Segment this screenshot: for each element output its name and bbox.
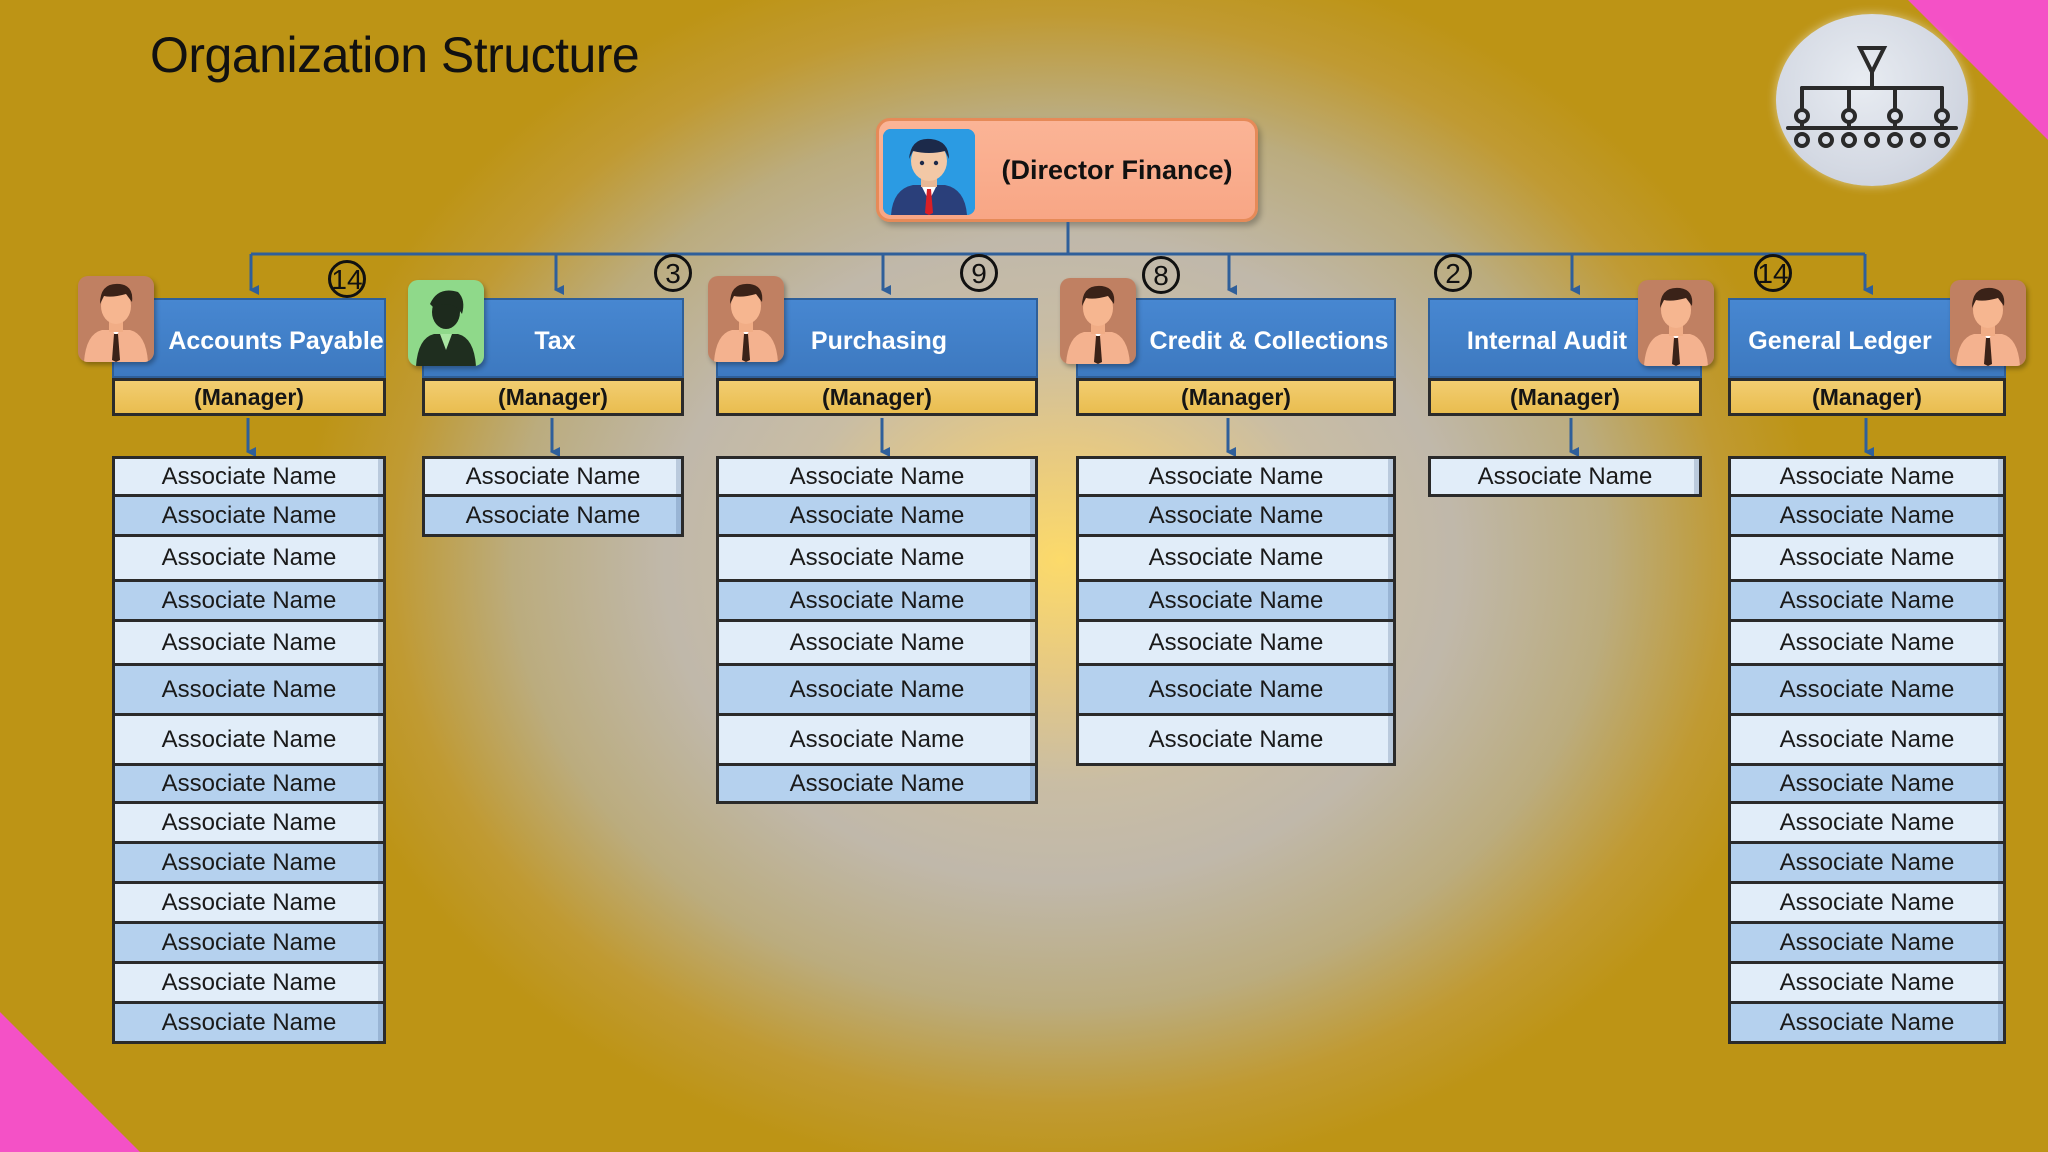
headcount-badge: 14 (328, 260, 366, 298)
male-person-icon (1638, 280, 1714, 366)
associate-name-row: Associate Name (1731, 801, 2003, 841)
associate-name-row: Associate Name (115, 961, 383, 1001)
associate-name-row: Associate Name (115, 763, 383, 801)
associate-name-row: Associate Name (719, 713, 1035, 763)
associate-name-row: Associate Name (115, 1001, 383, 1041)
associate-name-row: Associate Name (1431, 456, 1699, 494)
associate-name-row: Associate Name (719, 763, 1035, 801)
headcount-badge: 2 (1434, 254, 1472, 292)
page-title: Organization Structure (150, 27, 640, 83)
associate-name-row: Associate Name (115, 494, 383, 534)
associate-name-row: Associate Name (1079, 619, 1393, 663)
associate-name-row: Associate Name (719, 456, 1035, 494)
associate-name-row: Associate Name (1731, 881, 2003, 921)
department-name: Tax (534, 327, 576, 355)
businessman-avatar-icon (883, 129, 975, 215)
department-name: Purchasing (810, 327, 948, 355)
associate-name-row: Associate Name (719, 619, 1035, 663)
department-name: Accounts Payable (168, 327, 384, 355)
associate-list: Associate Name (1428, 456, 1702, 497)
associate-name-row: Associate Name (1731, 663, 2003, 713)
associate-name-row: Associate Name (1731, 961, 2003, 1001)
department-name: Internal Audit (1466, 327, 1628, 355)
associate-name-row: Associate Name (1079, 494, 1393, 534)
director-label: (Director Finance) (1001, 155, 1233, 185)
associate-name-row: Associate Name (1731, 456, 2003, 494)
associate-name-row: Associate Name (1079, 456, 1393, 494)
associate-name-row: Associate Name (115, 881, 383, 921)
associate-name-row: Associate Name (115, 841, 383, 881)
associate-name-row: Associate Name (115, 801, 383, 841)
associate-name-row: Associate Name (1731, 534, 2003, 579)
manager-box: (Manager) (112, 378, 386, 416)
associate-name-row: Associate Name (1079, 534, 1393, 579)
associate-name-row: Associate Name (1731, 921, 2003, 961)
associate-name-row: Associate Name (719, 663, 1035, 713)
director-box: (Director Finance) (876, 118, 1258, 222)
associate-name-row: Associate Name (1079, 713, 1393, 763)
department-header: Credit & Collections (1076, 298, 1396, 378)
associate-name-row: Associate Name (425, 456, 681, 494)
associate-name-row: Associate Name (1731, 494, 2003, 534)
associate-name-row: Associate Name (1731, 579, 2003, 619)
manager-box: (Manager) (422, 378, 684, 416)
department-internal-audit: Internal Audit (Manager) Associate Name (1428, 298, 1702, 1118)
associate-name-row: Associate Name (1079, 663, 1393, 713)
department-header: Accounts Payable (112, 298, 386, 378)
male-person-icon (1950, 280, 2026, 366)
department-name: Credit & Collections (1149, 327, 1389, 355)
male-person-icon (78, 276, 154, 362)
manager-box: (Manager) (1728, 378, 2006, 416)
manager-box: (Manager) (1076, 378, 1396, 416)
associate-name-row: Associate Name (719, 494, 1035, 534)
associate-name-row: Associate Name (1731, 619, 2003, 663)
department-credit-collections: Credit & Collections (Manager) Associate N… (1076, 298, 1396, 1118)
associate-name-row: Associate Name (1731, 763, 2003, 801)
associate-name-row: Associate Name (425, 494, 681, 534)
headcount-badge: 9 (960, 254, 998, 292)
associate-name-row: Associate Name (1731, 841, 2003, 881)
associate-name-row: Associate Name (115, 619, 383, 663)
associate-name-row: Associate Name (115, 921, 383, 961)
associate-name-row: Associate Name (115, 579, 383, 619)
associate-name-row: Associate Name (719, 579, 1035, 619)
associate-name-row: Associate Name (115, 663, 383, 713)
female-person-icon (408, 280, 484, 366)
associate-name-row: Associate Name (115, 456, 383, 494)
department-name: General Ledger (1748, 327, 1932, 355)
associate-name-row: Associate Name (1731, 713, 2003, 763)
male-person-icon (1060, 278, 1136, 364)
headcount-badge: 3 (654, 254, 692, 292)
org-chart-icon (1776, 14, 1968, 186)
associate-name-row: Associate Name (1079, 579, 1393, 619)
manager-box: (Manager) (1428, 378, 1702, 416)
associate-name-row: Associate Name (1731, 1001, 2003, 1041)
headcount-badge: 8 (1142, 256, 1180, 294)
male-person-icon (708, 276, 784, 362)
manager-box: (Manager) (716, 378, 1038, 416)
associate-name-row: Associate Name (719, 534, 1035, 579)
associate-name-row: Associate Name (115, 534, 383, 579)
headcount-badge: 14 (1754, 254, 1792, 292)
associate-name-row: Associate Name (115, 713, 383, 763)
